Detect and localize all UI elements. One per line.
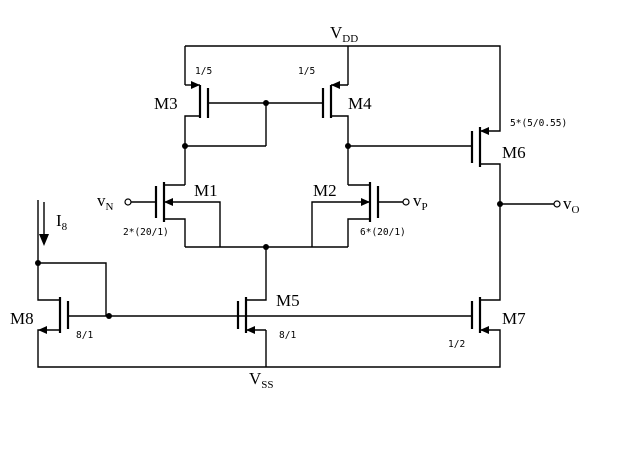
m1-label: M1 <box>194 181 218 200</box>
m4-ratio: 1/5 <box>298 66 315 77</box>
m1-ratio: 2*(20/1) <box>123 227 169 238</box>
m8-ratio: 8/1 <box>76 330 93 341</box>
mirror-gate-node <box>182 100 269 149</box>
vss-rail <box>37 330 501 368</box>
vss-label: VSS <box>249 369 274 391</box>
transistor-m7 <box>109 297 501 334</box>
m5-label: M5 <box>276 291 300 310</box>
transistor-m1 <box>124 146 221 247</box>
tail-node <box>185 244 348 297</box>
transistor-m8 <box>35 260 112 334</box>
m5-ratio: 8/1 <box>279 330 296 341</box>
bias-current-source <box>37 200 49 263</box>
transistor-m4 <box>266 81 349 146</box>
vp-label: vP <box>413 191 428 213</box>
m7-label: M7 <box>502 309 526 328</box>
m2-label: M2 <box>313 181 337 200</box>
vdd-rail <box>184 45 501 125</box>
bias-current-label: I8 <box>56 211 68 233</box>
m2-ratio: 6*(20/1) <box>360 227 406 238</box>
transistor-m5 <box>236 297 267 334</box>
m6-ratio: 5*(5/0.55) <box>510 118 567 129</box>
m6-label: M6 <box>502 143 526 162</box>
m3-label: M3 <box>154 94 178 113</box>
m3-ratio: 1/5 <box>195 66 212 77</box>
m7-ratio: 1/2 <box>448 339 465 350</box>
transistor-m3 <box>184 81 266 146</box>
transistor-m6 <box>345 125 501 297</box>
m8-label: M8 <box>10 309 34 328</box>
output-node <box>497 200 561 208</box>
vdd-label: VDD <box>330 23 358 45</box>
vo-label: vO <box>563 194 580 216</box>
m4-label: M4 <box>348 94 372 113</box>
vn-label: vN <box>97 191 114 213</box>
transistor-m2 <box>311 146 410 247</box>
